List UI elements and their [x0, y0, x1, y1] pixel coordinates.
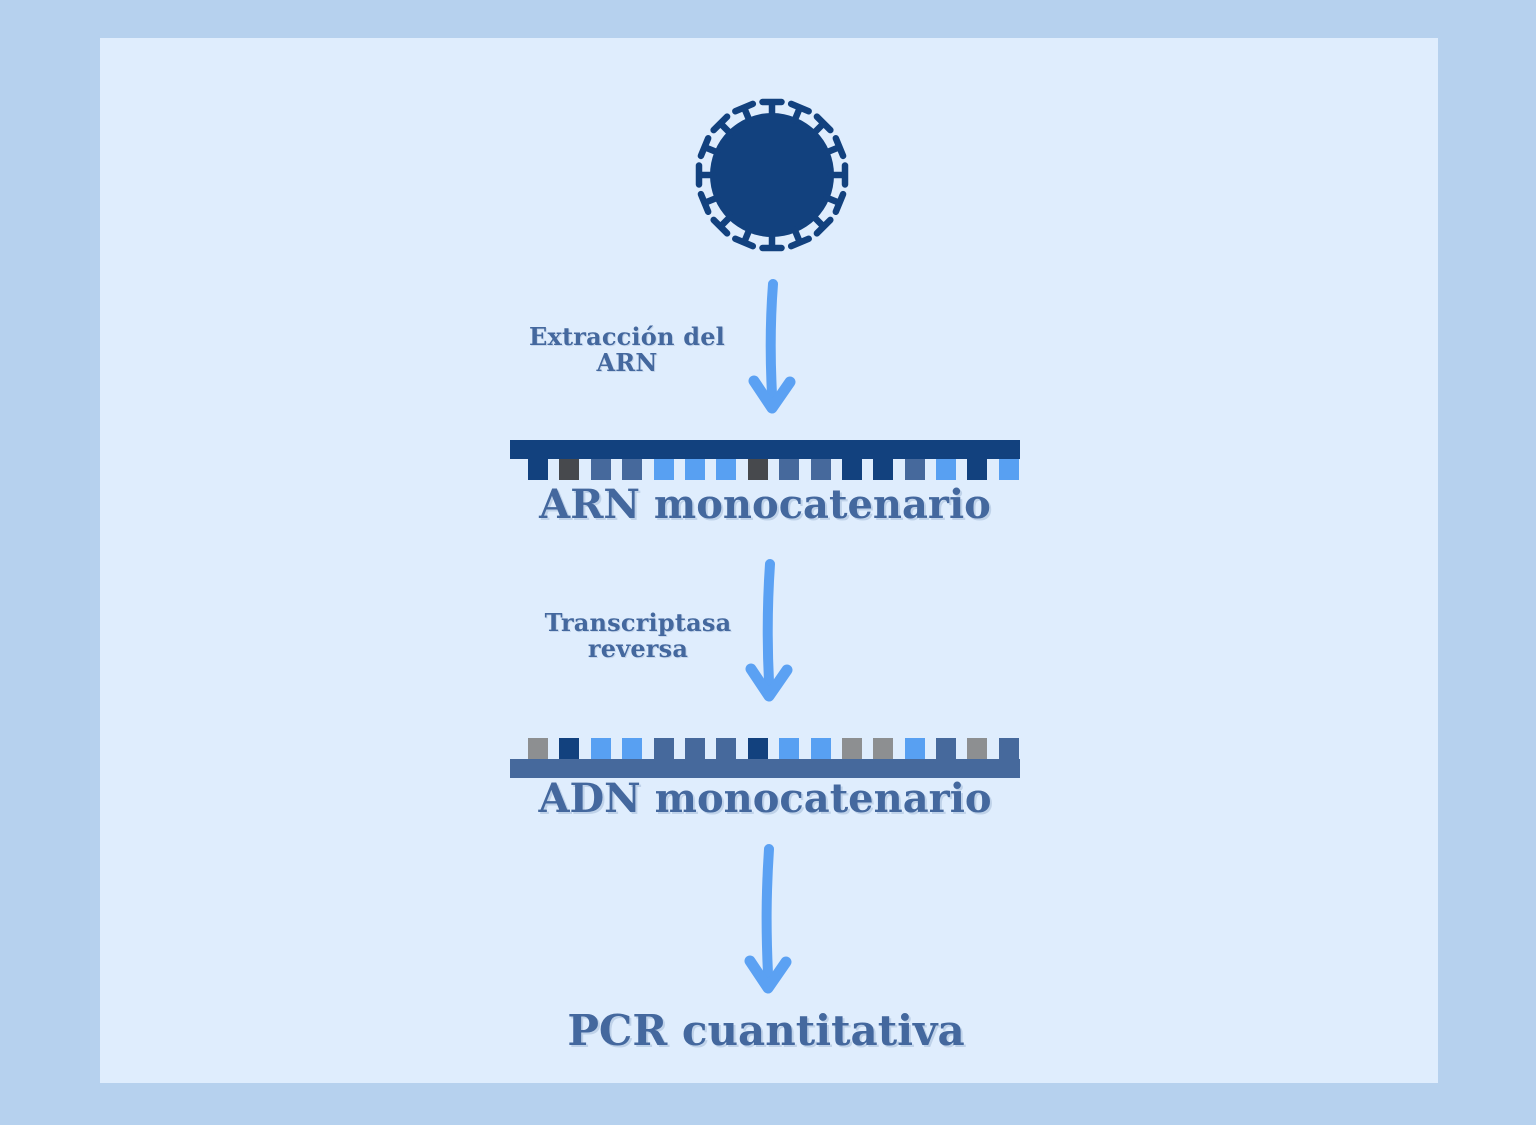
base-tooth-navy: [747, 738, 768, 759]
virus-icon: [687, 90, 857, 260]
base-tooth-steel: [998, 738, 1019, 759]
base-tooth-steel: [684, 738, 705, 759]
base-tooth-light: [590, 738, 611, 759]
base-tooth-light: [684, 459, 705, 480]
step-label-extraction: Extracción del ARN: [497, 324, 757, 376]
base-tooth-navy: [841, 459, 862, 480]
base-tooth-steel: [779, 459, 800, 480]
adn-backbone-bar: [510, 759, 1020, 778]
base-tooth-navy: [528, 459, 548, 480]
arrow-down-icon: [745, 559, 793, 702]
arn-strand-label: ARN monocatenario: [539, 481, 991, 528]
base-tooth-light: [716, 459, 737, 480]
step-label-rt-line2: reversa: [587, 634, 689, 663]
base-tooth-steel: [622, 459, 643, 480]
adn-strand-label: ADN monocatenario: [538, 775, 992, 822]
arn-base-teeth: [528, 459, 1019, 480]
base-tooth-midgray: [873, 738, 894, 759]
arn-strand-graphic: [510, 440, 1020, 480]
base-tooth-navy: [967, 459, 988, 480]
pcr-step-label: PCR cuantitativa: [567, 1006, 965, 1055]
base-tooth-light: [936, 459, 957, 480]
base-tooth-light: [904, 738, 925, 759]
base-tooth-steel: [936, 738, 957, 759]
arn-backbone-bar: [510, 440, 1020, 459]
base-tooth-steel: [653, 738, 674, 759]
adn-base-teeth: [528, 738, 1019, 759]
base-tooth-midgray: [967, 738, 988, 759]
adn-strand-graphic: [510, 738, 1020, 778]
base-tooth-light: [622, 738, 643, 759]
step-label-extraction-line2: ARN: [596, 348, 658, 377]
base-tooth-midgray: [528, 738, 548, 759]
base-tooth-light: [779, 738, 800, 759]
step-label-rt-line1: Transcriptasa: [544, 608, 732, 637]
base-tooth-darkgray: [747, 459, 768, 480]
base-tooth-steel: [904, 459, 925, 480]
base-tooth-steel: [590, 459, 611, 480]
base-tooth-steel: [810, 459, 831, 480]
step-label-reverse-transcriptase: Transcriptasa reversa: [508, 610, 768, 662]
base-tooth-steel: [716, 738, 737, 759]
arrow-down-icon: [744, 844, 792, 994]
base-tooth-light: [998, 459, 1019, 480]
base-tooth-navy: [873, 459, 894, 480]
arrow-down-icon: [748, 279, 796, 414]
step-label-extraction-line1: Extracción del: [528, 322, 725, 351]
base-tooth-navy: [559, 738, 580, 759]
base-tooth-light: [653, 459, 674, 480]
base-tooth-midgray: [841, 738, 862, 759]
base-tooth-light: [810, 738, 831, 759]
base-tooth-darkgray: [559, 459, 580, 480]
diagram-panel: Extracción del ARN ARN monocatenario Tra…: [100, 38, 1438, 1083]
